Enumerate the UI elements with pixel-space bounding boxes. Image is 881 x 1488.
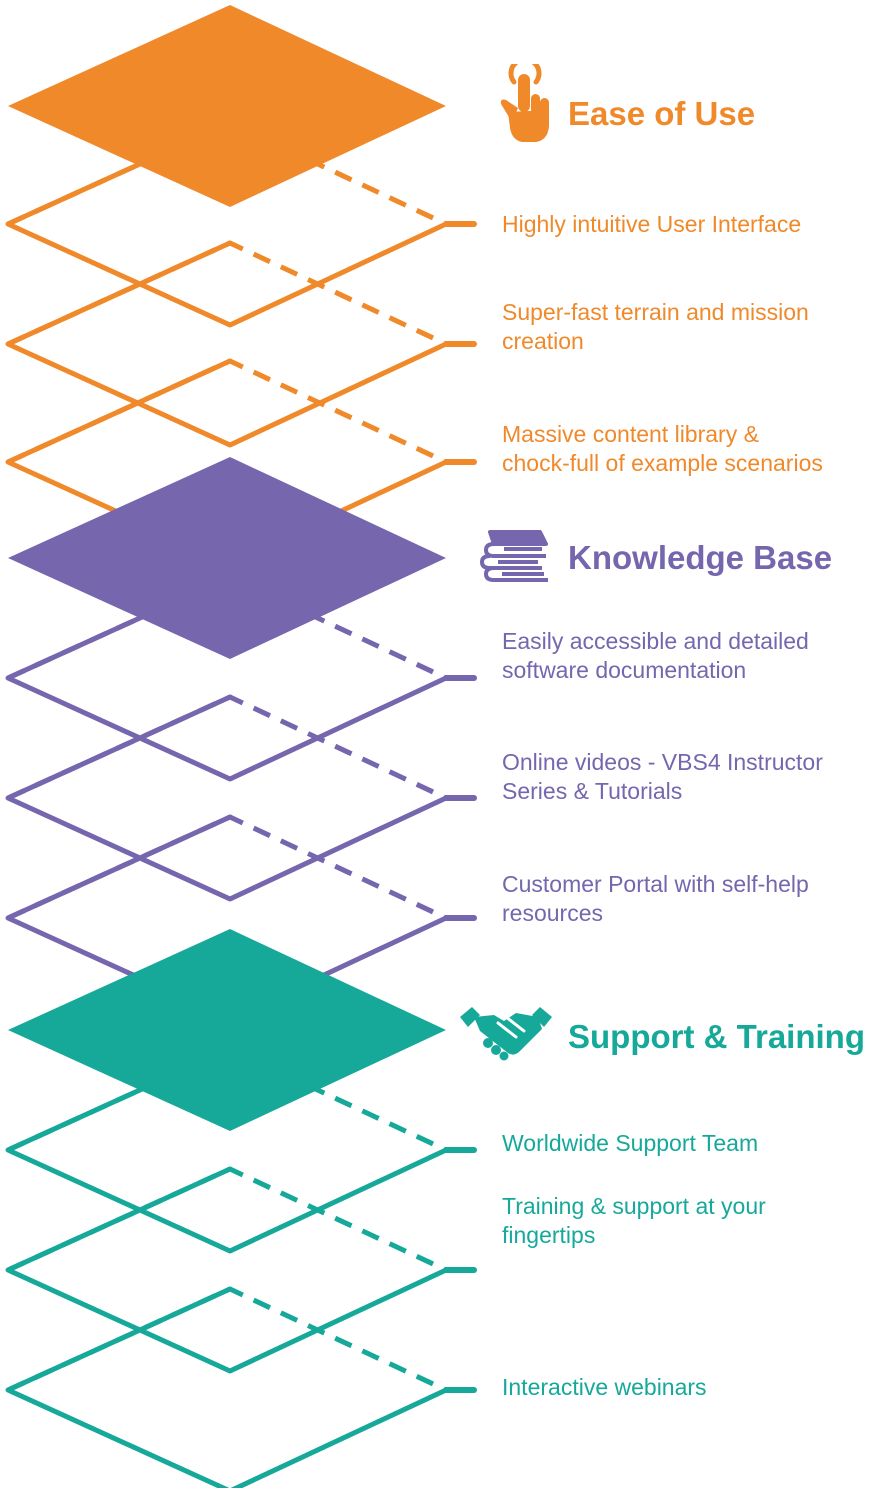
section-title-ease-of-use: Ease of Use	[568, 95, 756, 132]
layer-outline-knowledge-1	[5, 574, 449, 782]
list-item-support-1: Worldwide Support Team	[502, 1129, 758, 1158]
item-line: Massive content library &	[502, 421, 759, 447]
item-line: resources	[502, 900, 603, 926]
item-line: Highly intuitive User Interface	[502, 211, 802, 237]
list-item-knowledge-3: Customer Portal with self-help resources	[502, 870, 809, 928]
list-item-knowledge-2: Online videos - VBS4 Instructor Series &…	[502, 748, 823, 806]
layer-outline-ease-2	[5, 240, 449, 448]
handshake-icon	[458, 1003, 554, 1063]
item-line: creation	[502, 328, 584, 354]
list-item-knowledge-1: Easily accessible and detailed software …	[502, 627, 809, 685]
layer-back-edge-knowledge-2	[6, 694, 448, 801]
layer-back-edge-support-3	[6, 1286, 448, 1393]
layer-outline-support-1	[5, 1046, 449, 1254]
item-line: Easily accessible and detailed	[502, 628, 809, 654]
section-title-support-training: Support & Training	[568, 1018, 865, 1055]
item-line: Training & support at your	[502, 1193, 766, 1219]
layer-outline-knowledge-3	[5, 814, 449, 1022]
layer-back-edge-knowledge-3	[6, 814, 448, 921]
layer-outline-support-2	[5, 1166, 449, 1374]
layer-outline-support-3	[5, 1286, 449, 1488]
section-title-knowledge-base: Knowledge Base	[568, 539, 833, 576]
item-line: Online videos - VBS4 Instructor	[502, 749, 823, 775]
layer-filled-support	[8, 929, 446, 1131]
item-line: Customer Portal with self-help	[502, 871, 809, 897]
item-line: Super-fast terrain and mission	[502, 299, 809, 325]
layer-filled-ease	[8, 5, 446, 207]
item-line: software documentation	[502, 657, 747, 683]
list-item-support-3: Interactive webinars	[502, 1373, 707, 1402]
layer-filled-knowledge	[8, 457, 446, 659]
list-item-ease-2: Super-fast terrain and mission creation	[502, 298, 809, 356]
list-item-ease-1: Highly intuitive User Interface	[502, 210, 801, 239]
layer-outline-ease-1	[5, 120, 449, 328]
pointing-hand-icon	[498, 56, 554, 144]
item-line: Interactive webinars	[502, 1374, 707, 1400]
list-item-support-2: Training & support at your fingertips	[502, 1192, 766, 1250]
list-item-ease-3: Massive content library & chock-full of …	[502, 420, 823, 478]
layer-back-edge-support-2	[6, 1166, 448, 1273]
layer-back-edge-ease-2	[6, 240, 448, 347]
item-line: chock-full of example scenarios	[502, 450, 823, 476]
item-line: Worldwide Support Team	[502, 1130, 759, 1156]
layer-outline-knowledge-2	[5, 694, 449, 902]
item-line: Series & Tutorials	[502, 778, 683, 804]
item-line: fingertips	[502, 1222, 596, 1248]
books-icon	[480, 528, 552, 584]
